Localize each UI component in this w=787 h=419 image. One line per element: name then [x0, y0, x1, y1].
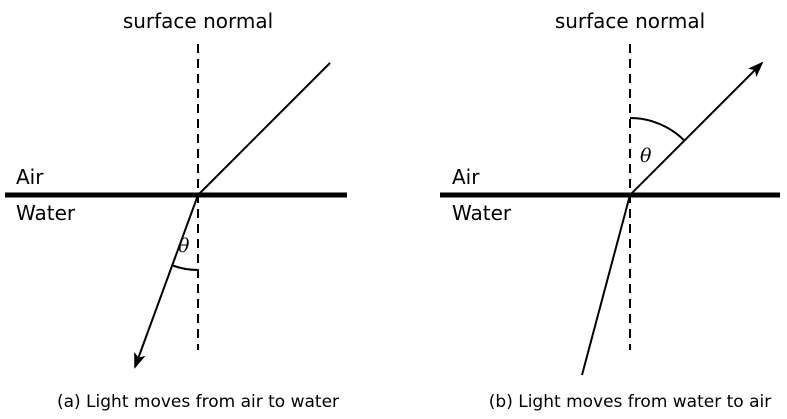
panel-b-refracted-ray-arrow — [629, 61, 764, 196]
panel-b-caption: (b) Light moves from water to air — [489, 392, 771, 412]
panel-b-incident-ray — [581, 194, 631, 376]
panel-b-lower-medium-label: Water — [452, 201, 512, 225]
panel-a-caption: (a) Light moves from air to water — [57, 392, 339, 412]
panel-a-incident-ray — [197, 62, 331, 196]
panel-b-normal-label: surface normal — [555, 9, 705, 33]
panel-a-upper-medium-label: Air — [16, 165, 44, 189]
panel-b-upper-medium-label: Air — [452, 165, 480, 189]
panel-b-angle-arc — [629, 117, 686, 142]
panel-a: surface normal Air Water θ (a) Light mov… — [5, 9, 347, 412]
panel-b: surface normal Air Water θ (b) Light mov… — [440, 9, 780, 412]
panel-a-angle-theta-label: θ — [178, 235, 190, 257]
panel-b-angle-theta-label: θ — [640, 145, 652, 167]
panel-a-refracted-ray-arrow — [134, 194, 199, 369]
panel-a-angle-arc — [172, 264, 199, 271]
panel-a-normal-label: surface normal — [123, 9, 273, 33]
panel-a-lower-medium-label: Water — [16, 201, 76, 225]
